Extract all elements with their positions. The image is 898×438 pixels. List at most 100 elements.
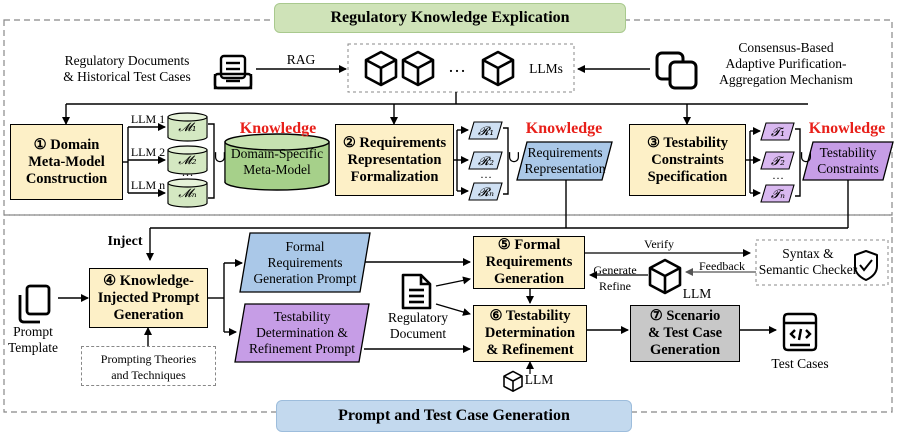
- s4-line3: Generation: [113, 306, 184, 323]
- s7-line3: Generation: [649, 342, 721, 358]
- code-file-icon: [782, 312, 818, 352]
- prompting-theories-box: Prompting Theories and Techniques: [81, 346, 216, 386]
- llm-cluster-box: [347, 43, 575, 93]
- llm-ellipsis: …: [448, 56, 466, 76]
- llm-label-small: LLM: [524, 372, 554, 387]
- llm-feedback-cube: [648, 258, 682, 295]
- test-label-1: 𝓣₁: [770, 125, 785, 139]
- req-label-2: 𝓡₂: [477, 154, 495, 168]
- model-label-2: 𝓜₂: [178, 153, 197, 167]
- prompt-template-line2: Template: [7, 340, 59, 355]
- knowledge-label-2: Knowledge: [525, 120, 603, 137]
- lower-region: [3, 214, 893, 413]
- req-representation-label: Requirements Representation: [519, 145, 611, 177]
- llms-label: LLMs: [529, 61, 563, 76]
- test-con-line2: Constraints: [817, 161, 879, 176]
- test-con-line1: Testability: [819, 145, 877, 160]
- llm-label-feedback: LLM: [682, 286, 712, 301]
- union-2: ∪: [507, 149, 521, 166]
- llm-label-1: LLM 1: [130, 112, 166, 126]
- llm-label-n: LLM n: [130, 178, 166, 192]
- checker-line2: Semantic Checker: [758, 262, 858, 277]
- formal-prompt-shape: [239, 232, 371, 293]
- union-1: ∪: [213, 149, 227, 166]
- test-prompt-line2: Determination &: [256, 325, 348, 340]
- meta-model-label: Domain-Specific Meta-Model: [225, 146, 329, 178]
- refine-label: Refine: [599, 279, 631, 293]
- s7-line2: & Test Case: [647, 325, 723, 341]
- test-constraints-label: Testability Constraints: [805, 145, 891, 177]
- model-cylinders: [167, 112, 208, 208]
- test-ellipsis: …: [772, 168, 784, 182]
- prompt-template-icon: [18, 284, 51, 324]
- top-banner: Regulatory Knowledge Explication: [274, 3, 626, 33]
- requirement-parallelograms: [468, 121, 503, 201]
- union-3: ∪: [799, 149, 813, 166]
- req-ellipsis: …: [480, 167, 492, 181]
- regulatory-docs-label: Regulatory Documents & Historical Test C…: [45, 53, 209, 85]
- consensus-line3: Aggregation Mechanism: [719, 72, 853, 87]
- verify-label: Verify: [644, 237, 674, 251]
- shield-check-icon: [854, 250, 878, 281]
- s4-line2: Injected Prompt: [97, 289, 200, 306]
- domain-meta-model-cylinder: [224, 133, 330, 191]
- s2-line3: Formalization: [350, 168, 439, 185]
- test-label-n: 𝓣ₙ: [770, 187, 786, 201]
- model-ellipsis: …: [181, 165, 194, 179]
- s1-line1: ① Domain: [33, 136, 100, 153]
- s3-line3: Specification: [647, 168, 728, 185]
- checker-box: [755, 239, 889, 286]
- s4-line1: ④ Knowledge-: [103, 272, 194, 289]
- s5-line2: Requirements: [485, 254, 573, 270]
- formal-prompt-line3: Generation Prompt: [253, 271, 357, 286]
- s6-line1: ⑥ Testability: [489, 308, 571, 324]
- llm-cube-1: [364, 50, 398, 87]
- testability-constraints-shape: [802, 141, 894, 181]
- generate-label: Generate: [593, 263, 637, 277]
- knowledge-label-3: Knowledge: [808, 120, 886, 137]
- checker-line1: Syntax &: [782, 246, 834, 261]
- requirements-representation-shape: [516, 141, 613, 181]
- top-banner-title: Regulatory Knowledge Explication: [330, 9, 570, 26]
- s7-line1: ⑦ Scenario: [649, 308, 721, 324]
- s5-line3: Generation: [493, 271, 565, 287]
- model-label-1: 𝓜₁: [178, 120, 197, 134]
- req-label-1: 𝓡₁: [477, 124, 495, 138]
- s2-line2: Representation: [347, 151, 442, 168]
- checker-label: Syntax & Semantic Checker: [758, 246, 858, 278]
- s6-line3: & Refinement: [486, 342, 574, 358]
- s5-line1: ⑤ Formal: [497, 237, 561, 253]
- consensus-line1: Consensus-Based: [738, 40, 834, 55]
- regulatory-docs-icon: [213, 54, 253, 90]
- testability-prompt-shape: [234, 303, 370, 363]
- bottom-banner: Prompt and Test Case Generation: [276, 400, 632, 432]
- llm-cube-2: [401, 50, 435, 87]
- reg-doc-line2: Document: [389, 326, 447, 341]
- s3-line2: Constraints: [651, 151, 724, 168]
- s1-line3: Construction: [25, 170, 108, 187]
- formal-prompt-line2: Requirements: [267, 255, 343, 270]
- rag-label: RAG: [286, 52, 316, 67]
- consensus-icon: [655, 51, 698, 90]
- prompt-template-label: Prompt Template: [4, 324, 62, 356]
- s6-line2: Determination: [484, 325, 576, 341]
- docs-label-line2: & Historical Test Cases: [63, 69, 191, 84]
- consensus-label: Consensus-Based Adaptive Purification- A…: [702, 40, 870, 88]
- test-prompt-line3: Refinement Prompt: [248, 341, 356, 356]
- regulatory-document-label: Regulatory Document: [376, 310, 460, 342]
- test-prompt-line1: Testability: [273, 309, 331, 324]
- s2-line1: ② Requirements: [342, 134, 447, 151]
- inject-label: Inject: [107, 234, 143, 249]
- bottom-banner-title: Prompt and Test Case Generation: [338, 407, 570, 424]
- test-cases-label: Test Cases: [771, 356, 829, 371]
- theories-line2: and Techniques: [111, 368, 186, 382]
- req-label-n: 𝓡ₙ: [477, 185, 495, 199]
- prompt-template-line1: Prompt: [13, 324, 53, 339]
